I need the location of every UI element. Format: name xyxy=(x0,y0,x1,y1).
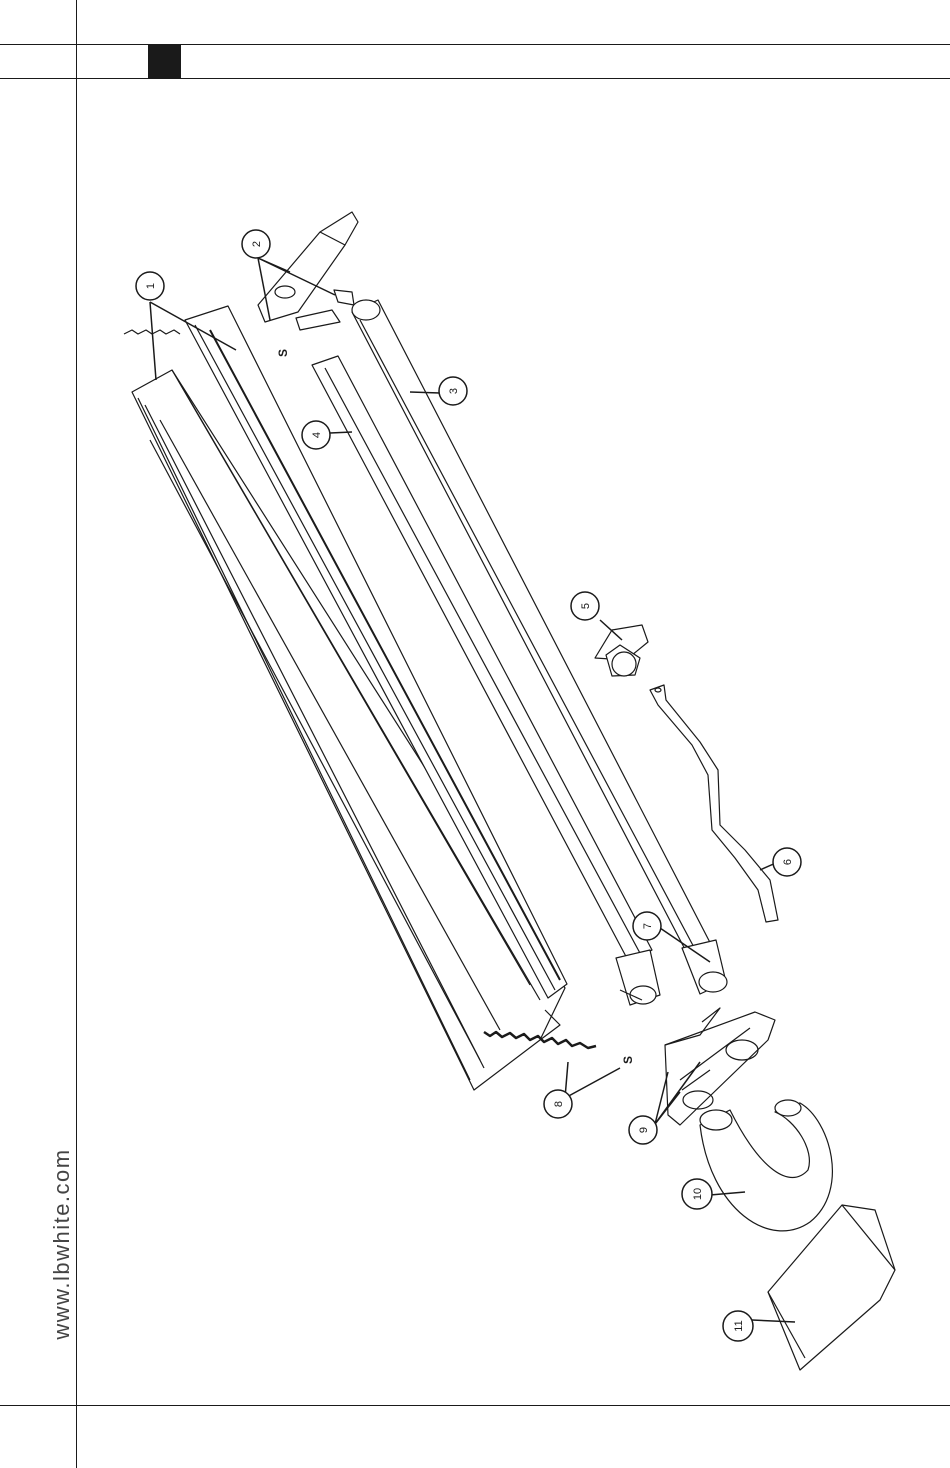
callout-5: 5 xyxy=(571,592,599,620)
svg-text:11: 11 xyxy=(733,1320,745,1331)
u-tube xyxy=(700,1100,832,1231)
svg-text:9: 9 xyxy=(638,1127,650,1133)
svg-text:8: 8 xyxy=(553,1101,565,1107)
callout-8: 8 xyxy=(544,1090,572,1118)
s-clip-top: S xyxy=(276,349,290,357)
burner-housing xyxy=(665,1008,775,1125)
svg-text:5: 5 xyxy=(580,603,592,609)
end-bracket xyxy=(258,212,358,330)
callout-3: 3 xyxy=(439,377,467,405)
svg-text:10: 10 xyxy=(692,1188,704,1200)
callout-11: 11 xyxy=(723,1311,753,1341)
svg-text:7: 7 xyxy=(642,923,654,929)
svg-text:6: 6 xyxy=(782,859,794,865)
s-clip-bottom: S xyxy=(621,1056,635,1064)
svg-text:2: 2 xyxy=(251,241,263,247)
svg-text:4: 4 xyxy=(311,432,323,438)
callout-2: 2 xyxy=(242,230,270,258)
callout-7: 7 xyxy=(633,912,661,940)
callout-1: 1 xyxy=(136,272,164,300)
callout-9: 9 xyxy=(629,1116,657,1144)
burner-fitting xyxy=(595,625,648,676)
callout-10: 10 xyxy=(682,1179,712,1209)
callout-4: 4 xyxy=(302,421,330,449)
svg-text:3: 3 xyxy=(448,388,460,394)
callout-6: 6 xyxy=(773,848,801,876)
svg-text:1: 1 xyxy=(145,283,157,289)
